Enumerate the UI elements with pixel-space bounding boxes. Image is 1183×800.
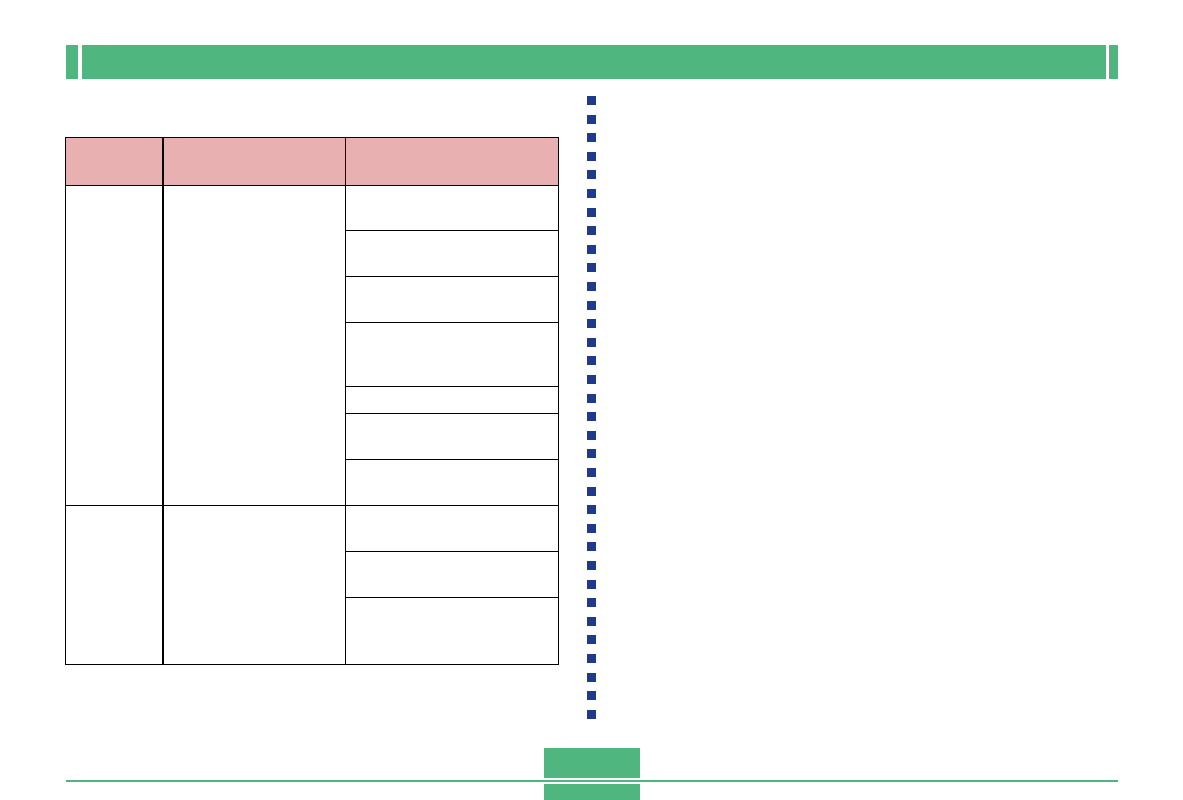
separator-dot <box>587 617 596 626</box>
separator-dot <box>587 673 596 682</box>
separator-dot <box>587 691 596 700</box>
separator-dot <box>587 580 596 589</box>
column-divider <box>162 138 164 664</box>
separator-dot <box>587 208 596 217</box>
row-divider <box>346 386 558 387</box>
separator-dot <box>587 152 596 161</box>
row-divider <box>346 322 558 323</box>
spec-table <box>65 137 559 665</box>
row-divider <box>346 597 558 598</box>
page-number-tab <box>544 748 640 778</box>
page-number-tab-bottom <box>544 784 640 800</box>
separator-dot <box>587 226 596 235</box>
separator-dot <box>587 449 596 458</box>
separator-dot <box>587 170 596 179</box>
separator-dot <box>587 115 596 124</box>
separator-dot <box>587 505 596 514</box>
separator-dot <box>587 282 596 291</box>
separator-dot <box>587 635 596 644</box>
footer-rule <box>66 780 1118 782</box>
separator-dot <box>587 468 596 477</box>
separator-dot <box>587 412 596 421</box>
group-divider <box>66 505 558 506</box>
separator-dot <box>587 431 596 440</box>
column-divider <box>345 138 346 664</box>
separator-dot <box>587 375 596 384</box>
separator-dot <box>587 524 596 533</box>
dotted-column-separator <box>587 96 597 736</box>
header-left-tab <box>66 45 78 79</box>
header-title-bar <box>82 45 1106 79</box>
separator-dot <box>587 654 596 663</box>
page-header <box>66 45 1118 79</box>
separator-dot <box>587 263 596 272</box>
separator-dot <box>587 96 596 105</box>
separator-dot <box>587 710 596 719</box>
separator-dot <box>587 542 596 551</box>
row-divider <box>346 459 558 460</box>
separator-dot <box>587 338 596 347</box>
row-divider <box>346 551 558 552</box>
separator-dot <box>587 319 596 328</box>
separator-dot <box>587 487 596 496</box>
row-divider <box>346 276 558 277</box>
separator-dot <box>587 245 596 254</box>
row-divider <box>346 230 558 231</box>
separator-dot <box>587 189 596 198</box>
row-divider <box>346 413 558 414</box>
separator-dot <box>587 301 596 310</box>
separator-dot <box>587 356 596 365</box>
separator-dot <box>587 133 596 142</box>
separator-dot <box>587 598 596 607</box>
table-header-row <box>66 138 558 186</box>
separator-dot <box>587 394 596 403</box>
header-right-tab <box>1109 45 1118 79</box>
separator-dot <box>587 561 596 570</box>
